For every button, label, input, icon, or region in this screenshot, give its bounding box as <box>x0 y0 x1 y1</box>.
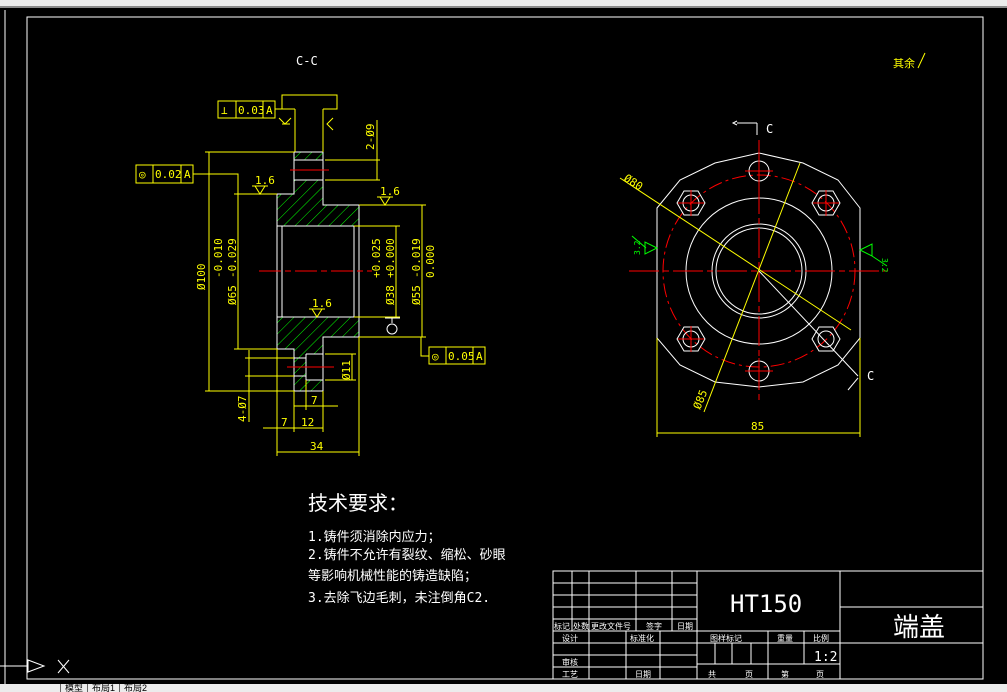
svg-text:Ø11: Ø11 <box>340 360 353 380</box>
section-marker-top: C <box>766 122 773 136</box>
svg-text:4-Ø7: 4-Ø7 <box>236 396 249 423</box>
drawing-canvas[interactable]: C-C ⊥ 0.03 A ◎ 0.02 A <box>0 8 1007 684</box>
svg-text:A: A <box>476 350 483 363</box>
svg-text:0.02: 0.02 <box>155 168 182 181</box>
svg-text:标记: 标记 <box>554 621 570 631</box>
svg-text:-0.029: -0.029 <box>226 238 239 278</box>
tab-model[interactable]: 模型 <box>60 684 87 692</box>
svg-text:3.2: 3.2 <box>880 258 889 273</box>
svg-text:更改文件号: 更改文件号 <box>591 621 631 631</box>
svg-text:工艺: 工艺 <box>562 670 578 679</box>
section-marker-bottom: C <box>867 369 874 383</box>
gdt-concentricity-left: ◎ 0.02 A <box>135 164 239 194</box>
section-label: C-C <box>296 54 318 68</box>
svg-text:Ø85: Ø85 <box>691 388 710 411</box>
material-label: HT150 <box>730 590 802 618</box>
svg-text:3.去除飞边毛刺，未注倒角C2.: 3.去除飞边毛刺，未注倒角C2. <box>308 591 490 606</box>
ucs-icon <box>0 656 70 676</box>
svg-text:+0.000: +0.000 <box>384 238 397 278</box>
svg-text:第: 第 <box>781 669 789 679</box>
svg-text:7: 7 <box>281 416 288 429</box>
svg-text:设计: 设计 <box>562 633 578 643</box>
dimensions: Ø100 Ø65 -0.029 -0.010 Ø38 +0.000 +0.025… <box>195 120 437 456</box>
svg-text:Ø38: Ø38 <box>384 285 397 305</box>
svg-text:0.03: 0.03 <box>238 104 265 117</box>
svg-text:处数: 处数 <box>573 621 589 631</box>
section-view: C-C ⊥ 0.03 A ◎ 0.02 A <box>135 54 486 456</box>
tab-layout2[interactable]: 布局2 <box>119 684 151 692</box>
svg-text:⊥: ⊥ <box>221 104 228 117</box>
svg-text:2-Ø9: 2-Ø9 <box>364 124 377 151</box>
gdt-concentricity-right: ◎ 0.05 A <box>420 337 486 365</box>
centerlines <box>259 169 372 368</box>
datum-a-symbol <box>385 317 400 335</box>
drawing-border <box>26 16 984 680</box>
technical-requirements: 技术要求： 1.铸件须消除内应力； 2.铸件不允许有裂纹、缩松、砂眼 等影响机械… <box>308 491 506 606</box>
svg-text:审核: 审核 <box>562 657 578 667</box>
svg-text:Ø65: Ø65 <box>226 285 239 305</box>
requirements-title: 技术要求： <box>308 491 408 515</box>
bolt-holes <box>676 158 841 384</box>
svg-text:0.000: 0.000 <box>424 245 437 278</box>
part-name: 端盖 <box>893 613 945 643</box>
svg-text:7: 7 <box>311 394 318 407</box>
svg-text:+0.025: +0.025 <box>370 238 383 278</box>
svg-text:3.2: 3.2 <box>633 240 642 255</box>
gdt-perpendicularity: ⊥ 0.03 A <box>217 100 276 119</box>
svg-text:Ø80: Ø80 <box>621 172 645 194</box>
svg-text:日期: 日期 <box>677 622 693 631</box>
svg-text:◎: ◎ <box>139 168 146 181</box>
svg-text:A: A <box>184 168 191 181</box>
svg-text:85: 85 <box>751 420 764 433</box>
svg-text:1.6: 1.6 <box>312 297 332 310</box>
surface-finish-note: 其余 <box>893 56 915 70</box>
svg-text:Ø55: Ø55 <box>410 285 423 305</box>
svg-text:页: 页 <box>745 670 753 679</box>
svg-text:-0.010: -0.010 <box>212 238 225 278</box>
title-block: 标记 处数 更改文件号 签字 日期 设计 标准化 审核 工艺 日期 图样标记 重… <box>552 570 984 680</box>
svg-text:◎: ◎ <box>432 350 439 363</box>
svg-text:1.6: 1.6 <box>380 185 400 198</box>
svg-text:12: 12 <box>301 416 314 429</box>
svg-text:签字: 签字 <box>646 621 662 631</box>
svg-text:日期: 日期 <box>635 670 651 679</box>
svg-text:Ø100: Ø100 <box>195 264 208 291</box>
svg-text:重量: 重量 <box>777 633 793 643</box>
svg-text:图样标记: 图样标记 <box>710 633 742 643</box>
svg-text:1.6: 1.6 <box>255 174 275 187</box>
svg-text:标准化: 标准化 <box>630 633 654 643</box>
svg-text:页: 页 <box>816 670 824 679</box>
svg-text:比例: 比例 <box>813 633 829 643</box>
svg-text:34: 34 <box>310 440 324 453</box>
toolbar-strip <box>0 0 1007 8</box>
front-view: C C Ø80 Ø85 85 3.2 3.2 <box>619 120 889 437</box>
svg-text:1.铸件须消除内应力；: 1.铸件须消除内应力； <box>308 529 441 545</box>
scale-value: 1:2 <box>814 650 837 665</box>
svg-text:A: A <box>266 104 273 117</box>
svg-text:2.铸件不允许有裂纹、缩松、砂眼: 2.铸件不允许有裂纹、缩松、砂眼 <box>308 547 506 563</box>
svg-text:共: 共 <box>708 670 716 679</box>
svg-text:-0.019: -0.019 <box>410 238 423 278</box>
svg-text:等影响机械性能的铸造缺陷；: 等影响机械性能的铸造缺陷； <box>308 568 477 584</box>
svg-text:0.05: 0.05 <box>448 350 475 363</box>
tab-layout1[interactable]: 布局1 <box>87 684 119 692</box>
